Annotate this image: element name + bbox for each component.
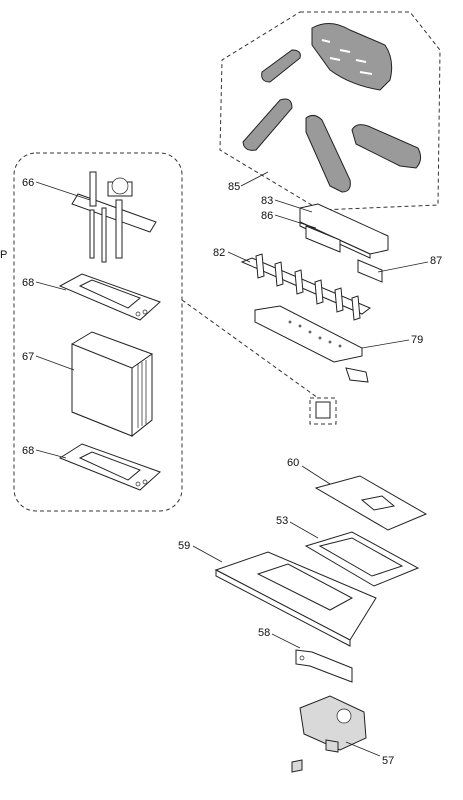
callout-68-top: 68 xyxy=(22,277,34,289)
gasket-part-68-top xyxy=(58,273,161,321)
pilot-kit-dashed-enclosure xyxy=(13,152,183,512)
burner-pan-part-79 xyxy=(254,305,369,383)
bracket-part-58 xyxy=(295,649,353,683)
pilot-assembly-part-66 xyxy=(71,171,157,263)
callout-87: 87 xyxy=(430,255,442,267)
burner-part-82 xyxy=(240,253,371,321)
gas-valve-part-57 xyxy=(291,695,367,773)
side-letter: P xyxy=(0,249,7,261)
callout-82: 82 xyxy=(213,247,225,259)
log-center xyxy=(305,114,351,193)
callout-68-bottom: 68 xyxy=(22,445,34,457)
callout-85: 85 xyxy=(228,181,240,193)
callout-53: 53 xyxy=(276,515,288,527)
log-diagonal-left xyxy=(242,98,293,151)
callout-79: 79 xyxy=(411,334,423,346)
callout-86: 86 xyxy=(261,210,273,222)
plate-part-60 xyxy=(314,475,428,531)
box-part-67 xyxy=(71,331,153,438)
connector-block xyxy=(309,397,337,425)
log-top-large xyxy=(311,23,393,91)
callout-60: 60 xyxy=(287,457,299,469)
callout-57: 57 xyxy=(382,755,394,767)
gasket-frame-part-53 xyxy=(304,531,420,587)
callout-58: 58 xyxy=(258,627,270,639)
callout-59: 59 xyxy=(178,540,190,552)
plate-part-87 xyxy=(357,259,383,283)
bracket-part-86 xyxy=(305,225,341,253)
log-small-left xyxy=(261,49,301,83)
log-set-dashed-enclosure xyxy=(219,11,441,211)
tray-part-59 xyxy=(214,551,377,647)
callout-66: 66 xyxy=(22,177,34,189)
leader-lines xyxy=(35,171,429,757)
gasket-part-68-bottom xyxy=(58,443,161,491)
callout-67: 67 xyxy=(22,351,34,363)
callout-83: 83 xyxy=(261,195,273,207)
log-right xyxy=(351,124,422,169)
